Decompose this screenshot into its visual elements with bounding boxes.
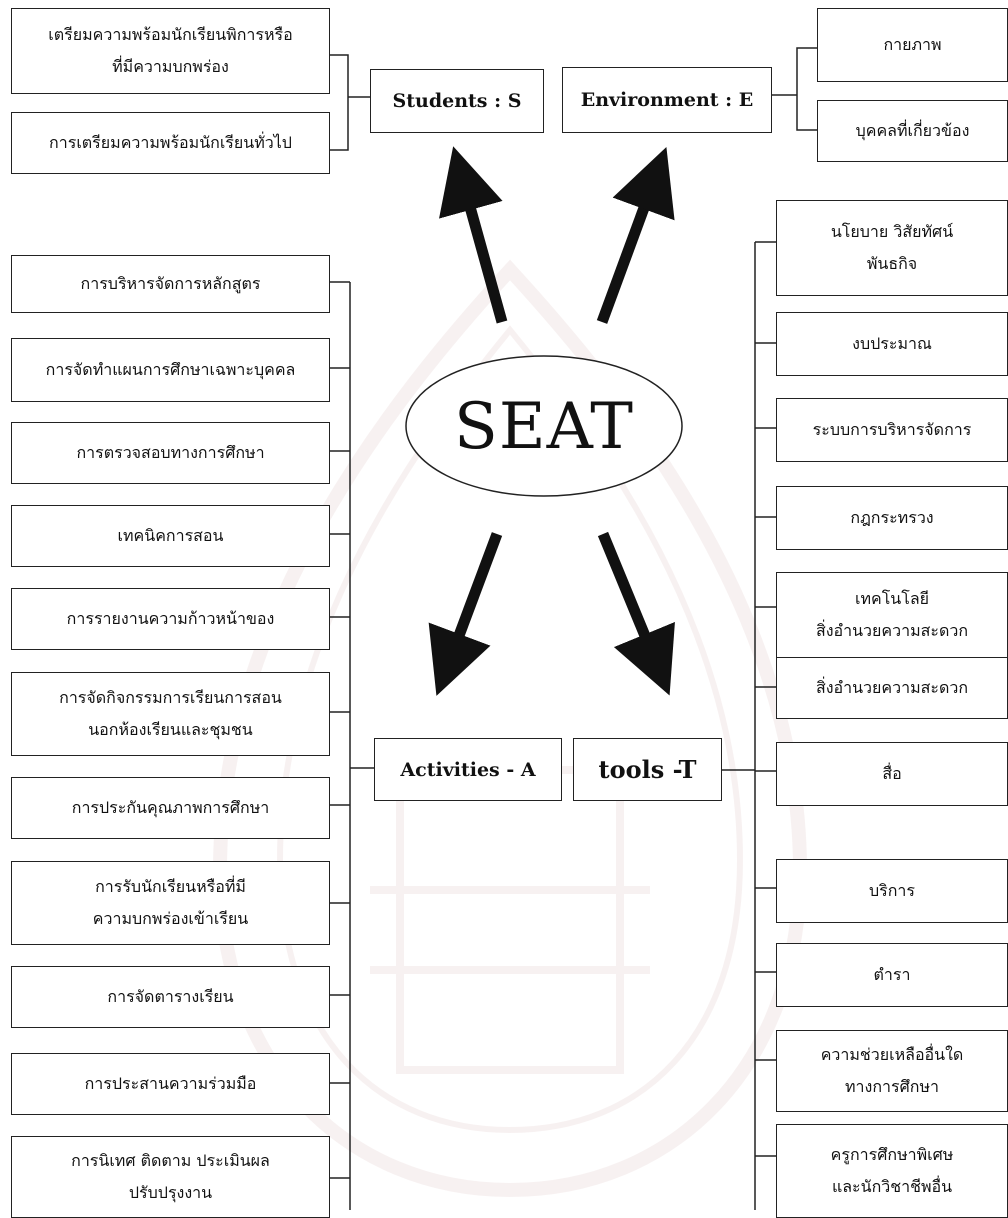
tools-item: งบประมาณ — [776, 312, 1008, 376]
arrow-to-environment — [596, 147, 675, 324]
tools-item-label: เทคโนโลยี สิ่งอำนวยความสะดวก — [815, 589, 969, 640]
tools-item-label: ความช่วยเหลืออื่นใด ทางการศึกษา — [820, 1045, 964, 1096]
hub-students-label: Students : S — [392, 90, 522, 112]
tools-item-label: ครูการศึกษาพิเศษ และนักวิชาชีพอื่น — [830, 1145, 954, 1196]
activities-item: การจัดตารางเรียน — [11, 966, 330, 1028]
tools-item: สิ่งอำนวยความสะดวก — [776, 657, 1008, 719]
activities-item: การจัดกิจกรรมการเรียนการสอน นอกห้องเรียน… — [11, 672, 330, 756]
activities-item-label: การประกันคุณภาพการศึกษา — [71, 798, 270, 817]
hub-tools: tools -T — [573, 738, 722, 801]
tools-item: ครูการศึกษาพิเศษ และนักวิชาชีพอื่น — [776, 1124, 1008, 1218]
students-item: เตรียมความพร้อมนักเรียนพิการหรือ ที่มีคว… — [11, 8, 330, 94]
tools-item: เทคโนโลยี สิ่งอำนวยความสะดวก — [776, 572, 1008, 658]
tools-item-label: สิ่งอำนวยความสะดวก — [815, 678, 969, 697]
environment-item-label: บุคคลที่เกี่ยวข้อง — [855, 121, 970, 140]
tools-item-label: กฎกระทรวง — [850, 508, 934, 527]
environment-item-label: กายภาพ — [883, 35, 942, 54]
environment-item: บุคคลที่เกี่ยวข้อง — [817, 100, 1008, 162]
students-item-label: เตรียมความพร้อมนักเรียนพิการหรือ ที่มีคว… — [48, 25, 293, 76]
activities-item-label: การจัดทำแผนการศึกษาเฉพาะบุคคล — [45, 360, 296, 379]
tools-item: ความช่วยเหลืออื่นใด ทางการศึกษา — [776, 1030, 1008, 1112]
activities-item: การจัดทำแผนการศึกษาเฉพาะบุคคล — [11, 338, 330, 402]
arrow-to-tools — [597, 531, 675, 696]
activities-item-label: การรับนักเรียนหรือที่มี ความบกพร่องเข้าเ… — [92, 877, 249, 928]
arrow-to-activities — [428, 532, 503, 696]
hub-activities-label: Activities - A — [400, 758, 536, 781]
hub-tools-label: tools -T — [598, 754, 697, 784]
activities-item: การรับนักเรียนหรือที่มี ความบกพร่องเข้าเ… — [11, 861, 330, 945]
hub-activities: Activities - A — [374, 738, 562, 801]
students-item-label: การเตรียมความพร้อมนักเรียนทั่วไป — [49, 133, 292, 152]
tools-item: ระบบการบริหารจัดการ — [776, 398, 1008, 462]
activities-item-label: การประสานความร่วมมือ — [84, 1074, 257, 1093]
seat-center-node: SEAT — [404, 354, 684, 499]
activities-item: การรายงานความก้าวหน้าของ — [11, 588, 330, 650]
activities-item: เทคนิคการสอน — [11, 505, 330, 567]
tools-item: บริการ — [776, 859, 1008, 923]
hub-students: Students : S — [370, 69, 544, 133]
tools-item-label: สื่อ — [882, 764, 902, 783]
tools-item-label: งบประมาณ — [852, 334, 932, 353]
activities-item-label: การจัดตารางเรียน — [107, 987, 234, 1006]
arrow-to-students — [439, 146, 508, 324]
tools-item: กฎกระทรวง — [776, 486, 1008, 550]
activities-item: การบริหารจัดการหลักสูตร — [11, 255, 330, 313]
activities-item: การตรวจสอบทางการศึกษา — [11, 422, 330, 484]
students-item: การเตรียมความพร้อมนักเรียนทั่วไป — [11, 112, 330, 174]
activities-item: การนิเทศ ติดตาม ประเมินผล ปรับปรุงงาน — [11, 1136, 330, 1218]
activities-item-label: การนิเทศ ติดตาม ประเมินผล ปรับปรุงงาน — [71, 1151, 270, 1202]
activities-item: การประสานความร่วมมือ — [11, 1053, 330, 1115]
center-ellipse — [405, 355, 683, 497]
activities-item: การประกันคุณภาพการศึกษา — [11, 777, 330, 839]
tools-item: สื่อ — [776, 742, 1008, 806]
activities-item-label: การตรวจสอบทางการศึกษา — [76, 443, 265, 462]
hub-environment-label: Environment : E — [580, 89, 754, 111]
tools-item: ตำรา — [776, 943, 1008, 1007]
environment-item: กายภาพ — [817, 8, 1008, 82]
activities-item-label: การจัดกิจกรรมการเรียนการสอน นอกห้องเรียน… — [59, 688, 282, 739]
hub-environment: Environment : E — [562, 67, 772, 133]
tools-item: นโยบาย วิสัยทัศน์ พันธกิจ — [776, 200, 1008, 296]
activities-item-label: การบริหารจัดการหลักสูตร — [80, 274, 261, 293]
tools-item-label: นโยบาย วิสัยทัศน์ พันธกิจ — [830, 222, 954, 273]
activities-item-label: การรายงานความก้าวหน้าของ — [66, 609, 275, 628]
activities-item-label: เทคนิคการสอน — [117, 526, 224, 545]
center-label: SEAT — [454, 389, 634, 464]
tools-item-label: ตำรา — [873, 965, 911, 984]
tools-item-label: บริการ — [868, 881, 915, 900]
tools-item-label: ระบบการบริหารจัดการ — [812, 420, 972, 439]
